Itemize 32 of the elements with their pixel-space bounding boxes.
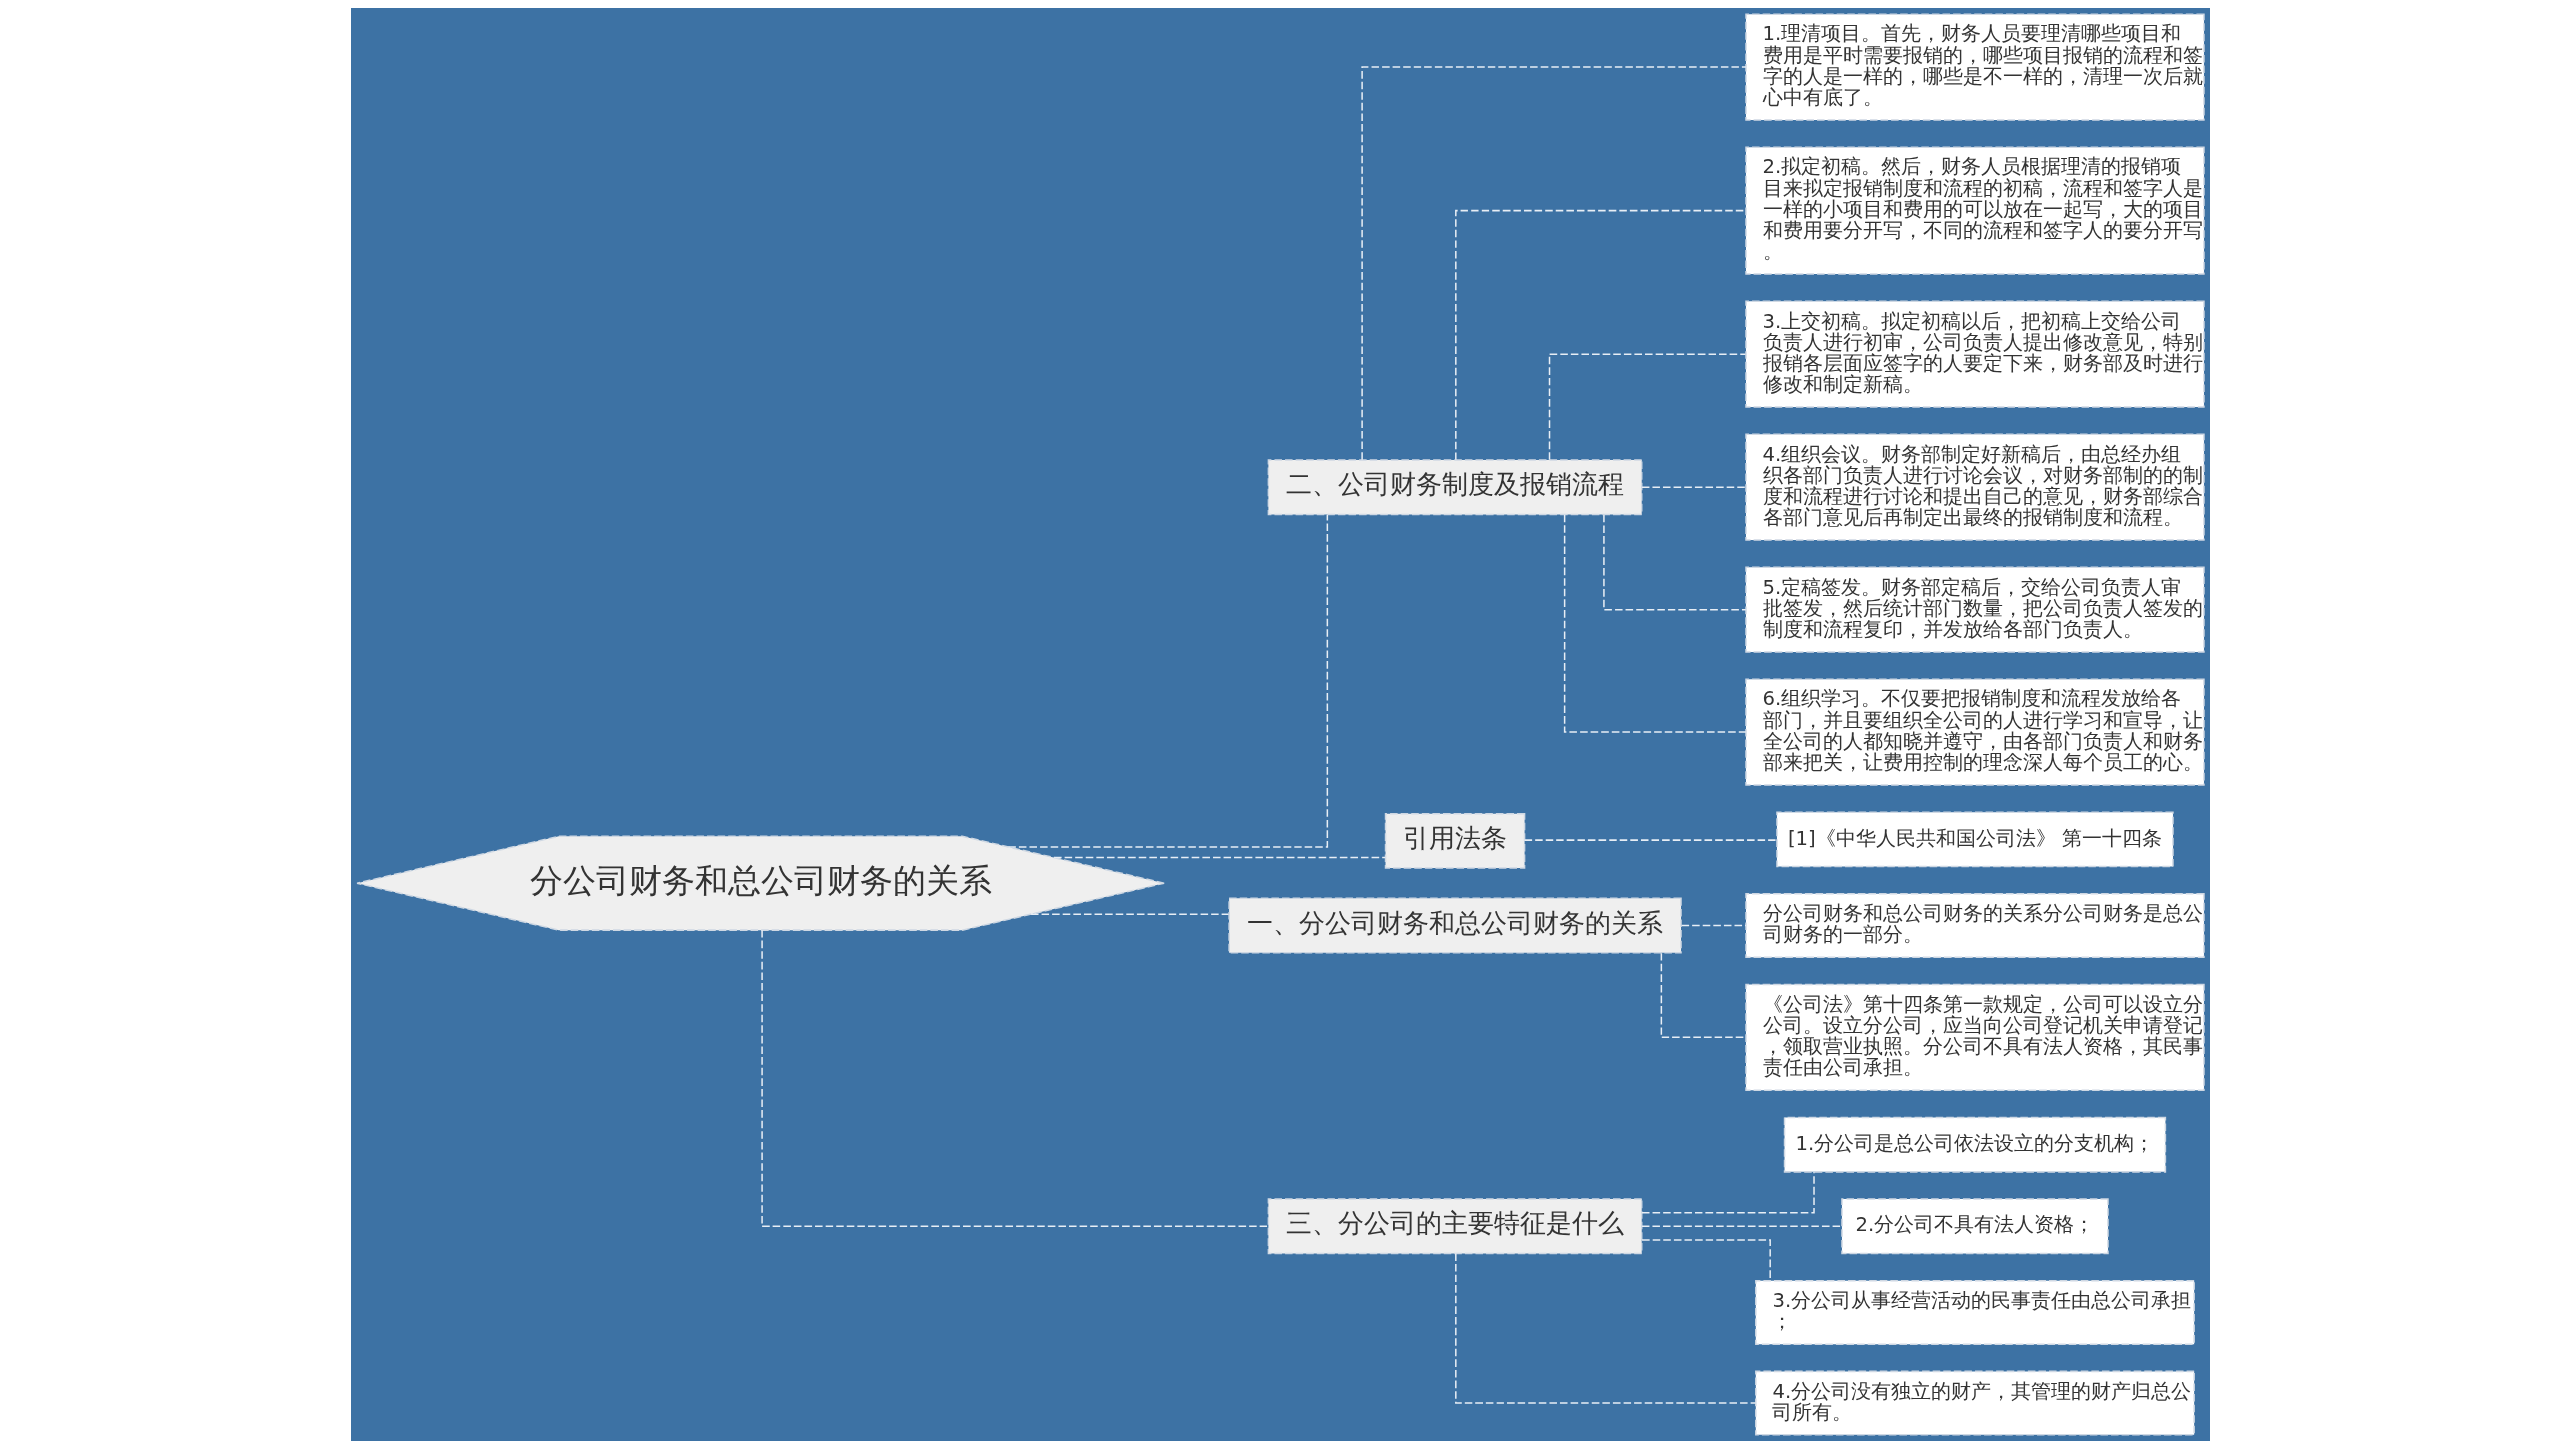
node-box: 4.组织会议。财务部制定好新稿后，由总经办组织各部门负责人进行讨论会议，对财务部制的的制度和流程进行讨论和提出自己的意见，财务部综合各部门意见后再制定出最终的报销制度和流程。 <box>1744 433 2205 541</box>
node-box: 3.上交初稿。拟定初稿以后，把初稿上交给公司负责人进行初审，公司负责人提出修改意见，特别报销各层面应签字的人要定下来，财务部及时进行修改和制定新稿。 <box>1744 300 2205 408</box>
node-box: [1]《中华人民共和国公司法》 第一十四条 <box>1775 811 2174 868</box>
node-box: 一、分公司财务和总公司财务的关系 <box>1227 897 1682 954</box>
connector <box>1548 353 1746 461</box>
node-box: 2.分公司不具有法人资格； <box>1840 1198 2109 1255</box>
connector <box>1007 514 1328 848</box>
connector <box>1680 924 1747 927</box>
node-box: 3.分公司从事经营活动的民事责任由总公司承担； <box>1754 1279 2195 1345</box>
node-box: 1.理清项目。首先，财务人员要理清哪些项目和费用是平时需要报销的，哪些项目报销的流程和签字的人是一样的，哪些是不一样的，清理一次后就心中有底了。 <box>1744 13 2205 121</box>
connector <box>1052 856 1386 859</box>
connector <box>1454 1252 1756 1404</box>
connector <box>1640 1171 1815 1214</box>
connector <box>1563 514 1747 733</box>
node-box: 4.分公司没有独立的财产，其管理的财产归总公司所有。 <box>1754 1370 2195 1436</box>
node-box: 5.定稿签发。财务部定稿后，交给公司负责人审批签发，然后统计部门数量，把公司负责人签发的制度和流程复印，并发放给各部门负责人。 <box>1744 566 2205 653</box>
connector <box>1029 913 1229 915</box>
node-box: 《公司法》第十四条第一款规定，公司可以设立分公司。设立分公司，应当向公司登记机关申请登记，领取营业执照。分公司不具有法人资格，其民事责任由公司承担。 <box>1744 983 2205 1091</box>
connector <box>760 929 1269 1228</box>
node-box: 2.拟定初稿。然后，财务人员根据理清的报销项目来拟定报销制度和流程的初稿，流程和签字人是一样的小项目和费用的可以放在一起写，大的项目和费用要分开写，不同的流程和签字人的要分开写。 <box>1744 146 2205 275</box>
connector <box>1640 486 1746 488</box>
connector <box>1640 1225 1842 1228</box>
node-box: 三、分公司的主要特征是什么 <box>1267 1198 1642 1255</box>
node-box: 1.分公司是总公司依法设立的分支机构； <box>1783 1116 2166 1173</box>
connector <box>1523 839 1778 841</box>
node-box: 二、公司财务制度及报销流程 <box>1267 459 1642 516</box>
node-box: 分公司财务和总公司财务的关系分公司财务是总公司财务的一部分。 <box>1744 893 2205 958</box>
node-box: 引用法条 <box>1384 812 1525 869</box>
node-box: 6.组织学习。不仅要把报销制度和流程发放给各部门，并且要组织全公司的人进行学习和宣导，让全公司的人都知晓并遵守，由各部门负责人和财务部来把关，让费用控制的理念深人每个员工的心。 <box>1744 678 2205 786</box>
connector <box>1602 514 1747 611</box>
connector <box>1360 66 1747 461</box>
connector <box>1454 209 1746 461</box>
